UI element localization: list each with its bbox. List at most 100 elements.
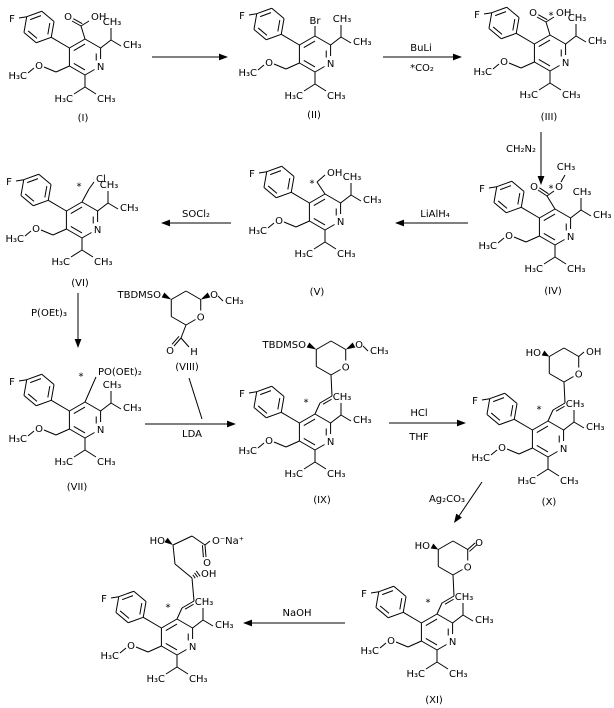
arrow-head [453,53,462,61]
bond [490,449,498,456]
atom-label-f: F [472,396,478,407]
bond [281,411,300,424]
ring-bond [534,61,551,72]
ring-bond [452,569,463,576]
ring-inner-bond [490,412,501,421]
ring-bond [253,407,267,419]
atom-label-ch3: CH₃ [566,399,585,410]
ring-bond [33,199,49,207]
ring-bond [280,396,285,413]
bond [191,577,195,602]
bond [514,418,533,431]
bond [547,468,560,477]
ring-inner-bond [27,393,38,402]
stereo-star: * [304,398,309,409]
ring-inner-bond [27,178,39,184]
atom-label-ch3: CH₃ [97,457,116,468]
atom-label-o: O [355,340,363,351]
bond [180,337,190,348]
ring-bond [20,195,34,207]
ring-bond [26,10,42,18]
ring-inner-bond [44,185,48,198]
ring-bond [375,591,380,608]
atom-label-o: O [498,443,506,454]
ring-bond [128,616,144,624]
ring-bond [515,17,520,34]
ring-bond [309,220,326,231]
ring-bond [539,235,556,246]
ring-inner-bond [493,397,505,403]
ring-bond [253,391,258,408]
ring-inner-bond [165,623,178,631]
ring-bond [81,201,98,212]
double-bond [171,335,180,345]
ring-bond [266,411,282,419]
ring-bond [330,340,346,350]
bond [563,381,566,404]
ring-inner-bond [492,26,503,35]
atom-label-o: O [387,636,395,647]
ring-bond [263,171,268,188]
atom-label-h: H [190,347,198,358]
atom-label-o: O [166,346,174,357]
double-bond [537,189,548,197]
bond [547,409,554,422]
bond [303,83,316,92]
ring-bond [539,208,556,219]
atom-label-ch3: CH₃ [189,674,208,685]
stereo-star: * [77,182,82,193]
bond [403,611,422,624]
double-bond [181,600,195,609]
bond [314,83,327,92]
atom-label-n: N [94,225,101,236]
bond [560,174,566,183]
bond [330,36,342,46]
ring-bond [549,373,565,383]
bond [180,324,187,339]
ring-inner-bond [495,11,507,17]
atom-label-f: F [9,377,15,388]
atom-label-o: O [35,424,43,435]
wedge-bond [345,342,356,350]
wedge-bond [541,350,550,357]
atom-label-oh: OH [327,168,342,179]
bond [316,181,326,195]
bond [273,63,287,70]
ring-bond [84,401,101,412]
ring-bond [314,413,331,424]
ring-bond [256,7,272,15]
bond [27,67,35,74]
ring-bond [452,540,468,550]
ring-bond [271,7,285,19]
ring-inner-bond [73,426,86,434]
bond [204,540,211,546]
atom-label-o: O [530,182,538,193]
double-bond [319,395,333,404]
ring-inner-bond [517,192,521,205]
atom-label-carboxylate-sodium: O⁻Na⁺ [212,536,244,547]
ring-bond [84,432,95,439]
atom-label-o: O [127,641,135,652]
atom-label-h3c: H₃C [406,669,425,680]
wedge-bond [161,292,172,300]
ring-bond [309,193,326,204]
connector-line [188,377,203,420]
atom-label-n: N [97,425,104,436]
atom-label-ch3: CH₃ [573,187,592,198]
stereo-star: * [426,598,431,609]
compound-label-viii: (VIII) [175,362,199,373]
ring-inner-bond [536,425,549,433]
bond [176,666,189,675]
bond [452,574,455,597]
reagent-label-thf: THF [408,432,429,443]
atom-label-n: N [560,444,567,455]
ring-bond [554,239,565,246]
ring-inner-bond [260,390,272,396]
ring-bond [489,392,505,400]
ring-inner-bond [267,185,278,194]
compound-label-v: (V) [310,287,325,298]
bond [258,171,267,174]
bond [580,209,592,217]
double-bond [441,595,455,604]
